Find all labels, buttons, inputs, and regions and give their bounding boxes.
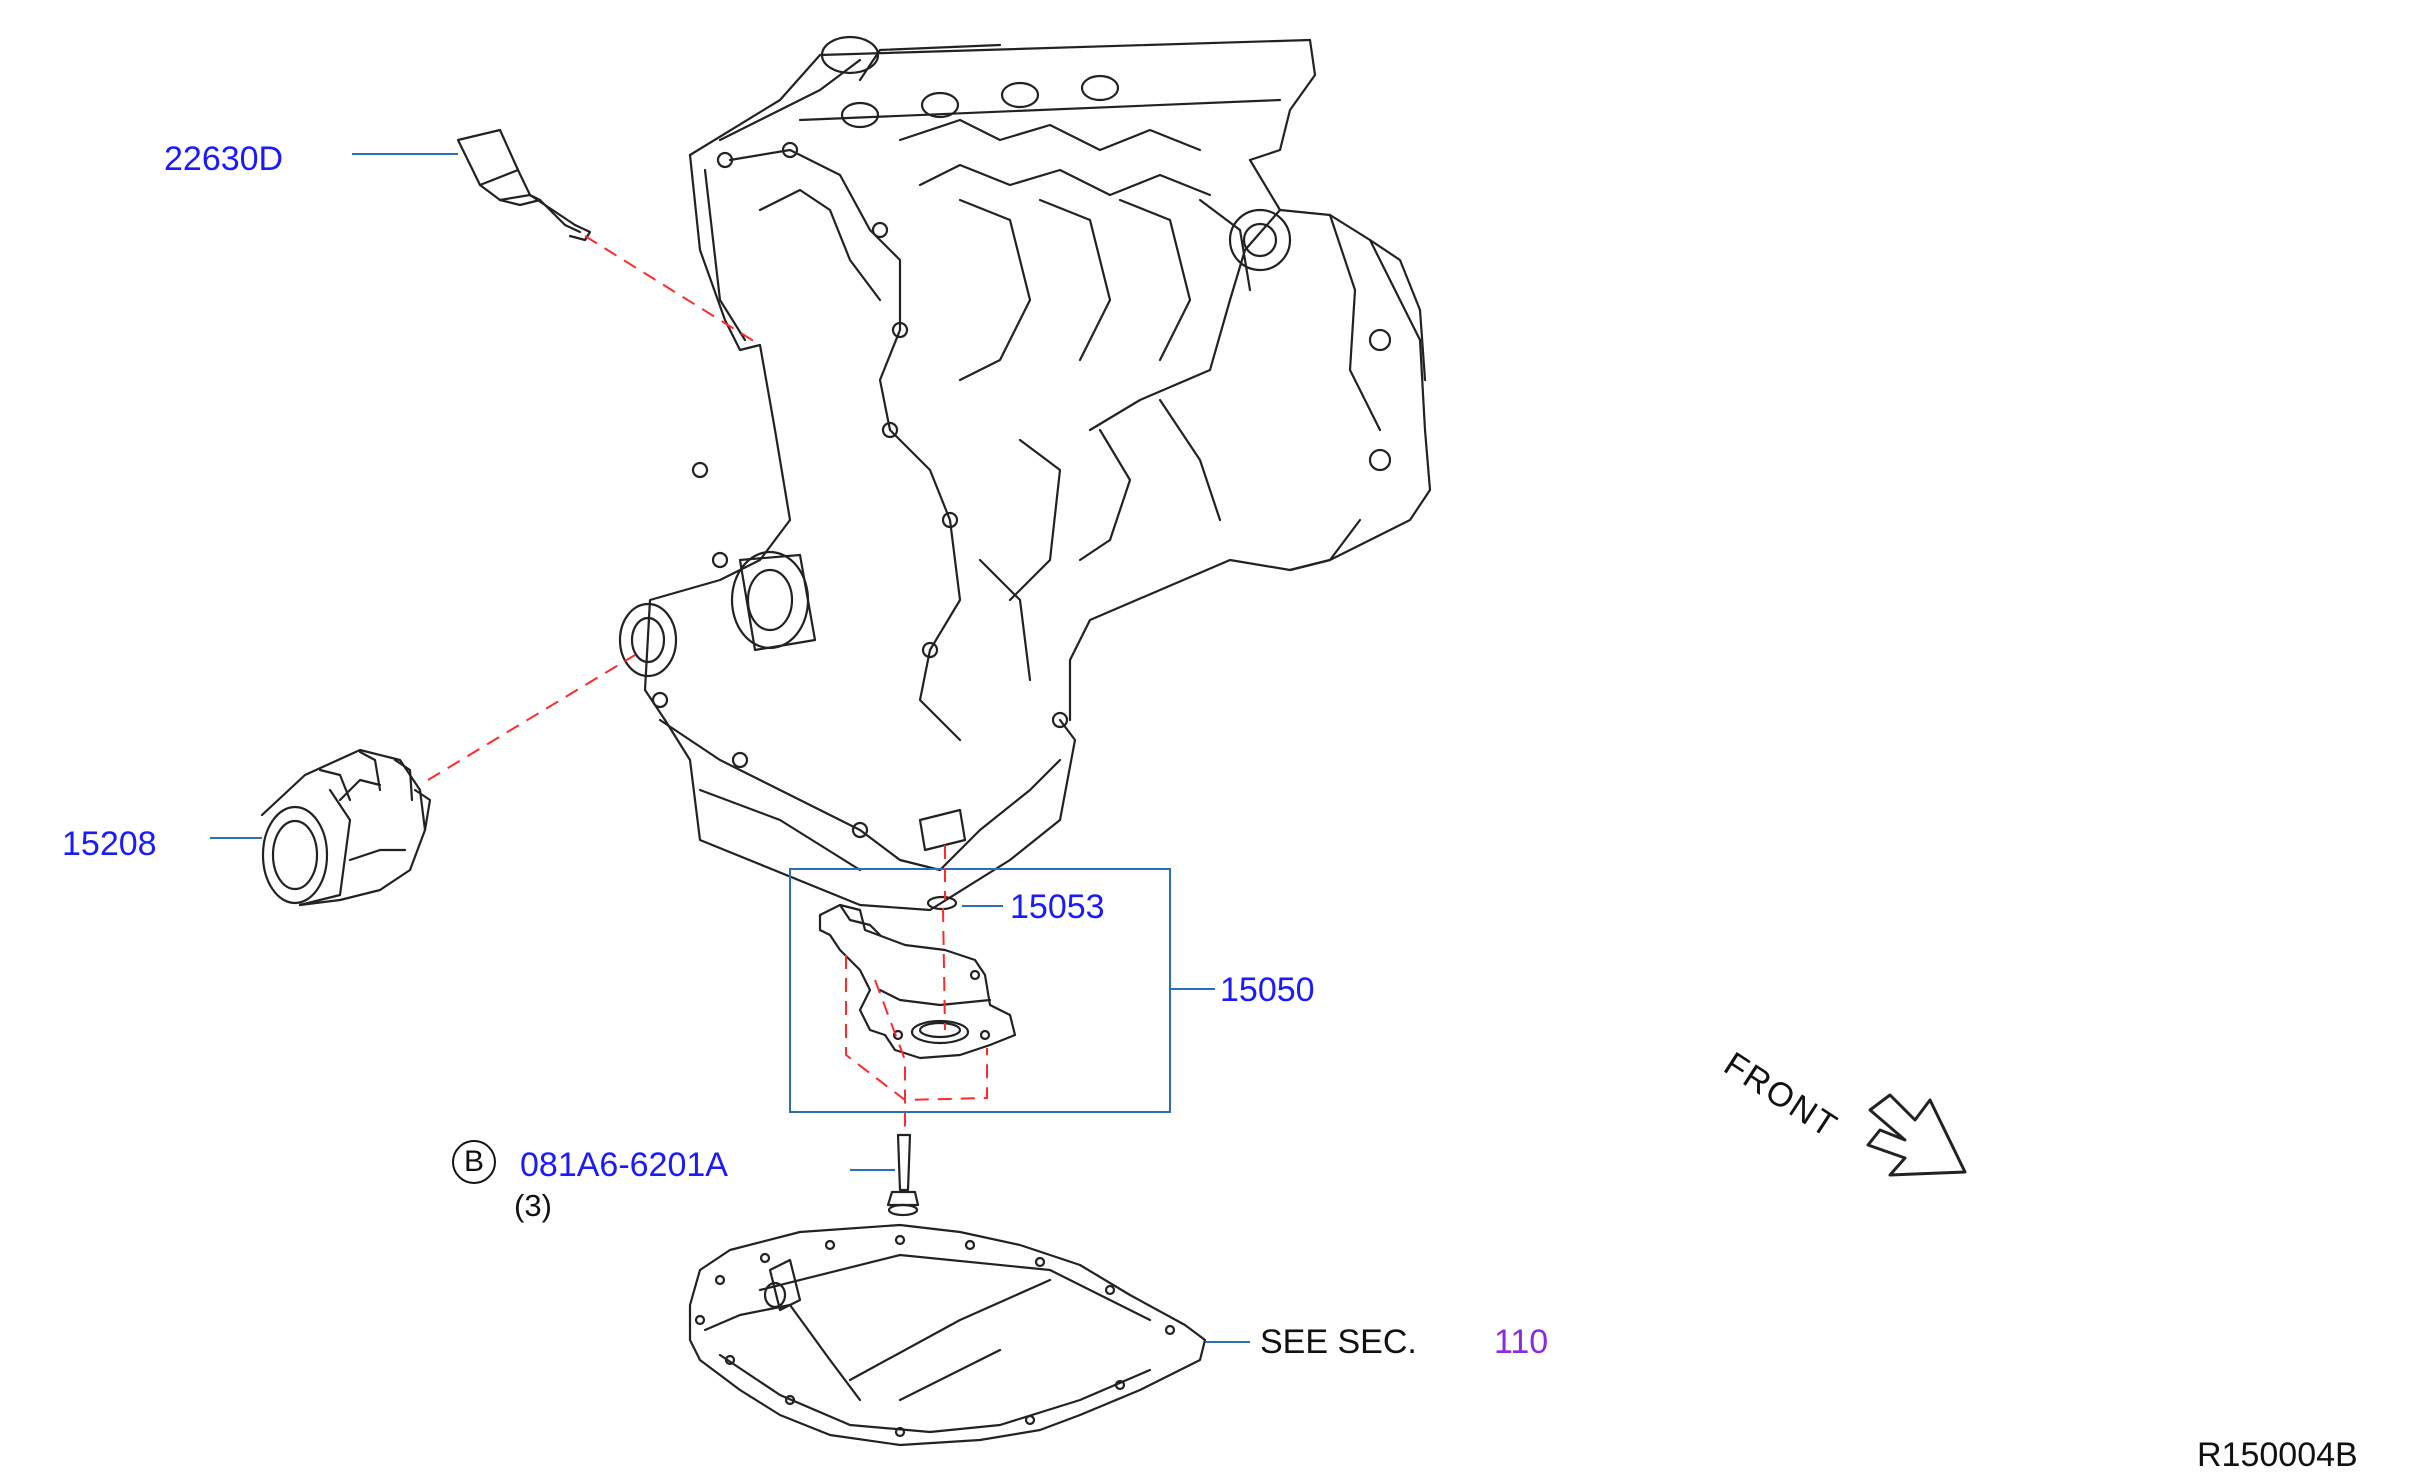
callout-15208[interactable]: 15208: [62, 825, 157, 863]
callout-15050[interactable]: 15050: [1220, 971, 1315, 1009]
bolt-circle-badge: B: [452, 1140, 496, 1184]
section-110-link[interactable]: 110: [1494, 1323, 1549, 1361]
leader-lines: [210, 153, 1250, 1343]
bolt: [886, 1133, 920, 1217]
front-arrow-icon: [1866, 1093, 1967, 1177]
oil-filter: [260, 748, 432, 907]
engine-block: [618, 35, 1432, 912]
callout-081A6-6201A[interactable]: 081A6-6201A: [520, 1146, 728, 1184]
diagram-reference-code: R150004B: [2197, 1436, 2358, 1474]
callout-15053[interactable]: 15053: [1010, 888, 1105, 926]
gasket-ring: [926, 895, 958, 911]
see-section-text: SEE SEC.: [1260, 1323, 1417, 1361]
callout-22630D[interactable]: 22630D: [164, 140, 284, 178]
temperature-sensor: [456, 128, 592, 242]
oil-pump: [818, 903, 1017, 1060]
bolt-quantity: (3): [514, 1188, 552, 1223]
phantom-lines: [427, 235, 988, 1130]
oil-pump-box: [789, 868, 1171, 1113]
oil-pan: [688, 1223, 1207, 1447]
